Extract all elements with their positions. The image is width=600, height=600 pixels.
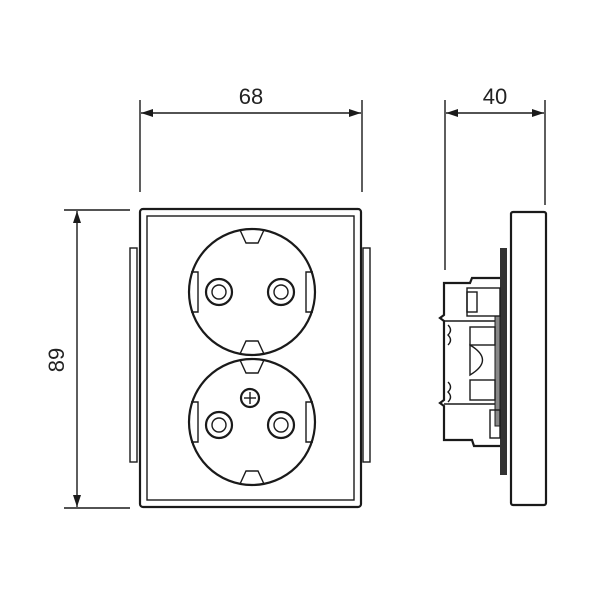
side-plate	[509, 210, 548, 507]
lower-socket	[187, 357, 317, 487]
upper-socket	[187, 227, 317, 357]
side-frame	[500, 248, 507, 475]
depth-dimension: 40	[444, 84, 546, 270]
depth-label: 40	[483, 84, 507, 109]
front-view	[129, 207, 371, 509]
side-view	[438, 210, 548, 507]
height-label: 89	[44, 348, 69, 372]
height-dimension: 89	[44, 209, 130, 509]
ground-screw-icon	[239, 387, 261, 409]
frame-outer	[138, 207, 363, 509]
width-dimension: 68	[139, 84, 363, 192]
frame-inner	[146, 215, 355, 501]
width-label: 68	[239, 84, 263, 109]
